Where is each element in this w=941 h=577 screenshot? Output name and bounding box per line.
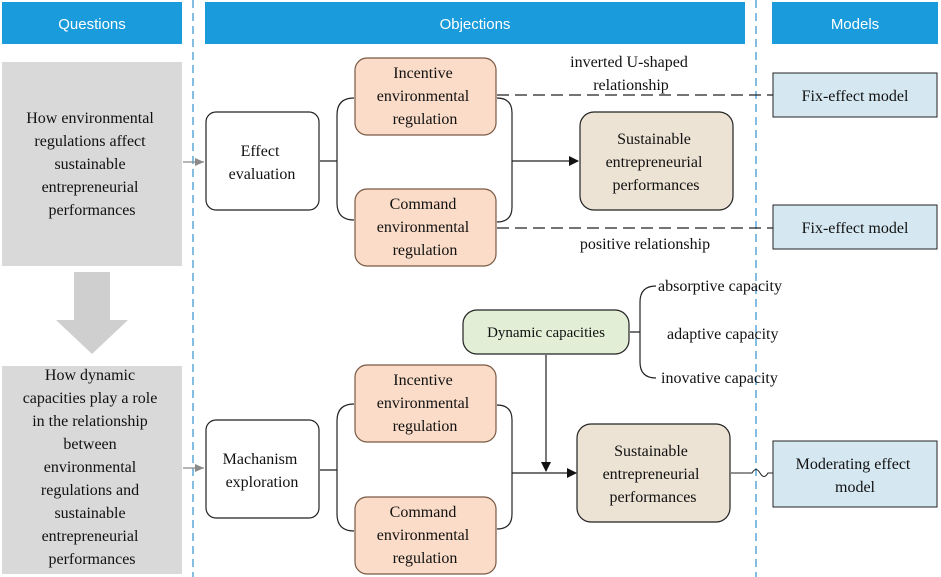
questions-header-bg (2, 2, 182, 44)
moderating-connector (731, 469, 773, 477)
bottom-incentive-box (354, 364, 497, 443)
inverted-u-label: inverted U-shaped relationship (570, 54, 692, 94)
bottom-incentive-text: Incentive environmental regulation (377, 372, 473, 435)
capacities-brace (630, 285, 657, 379)
top-outcome-box (579, 111, 734, 211)
positive-label: positive relationship (580, 236, 710, 253)
effect-evaluation-text: Effect evaluation (229, 143, 296, 183)
models-header: Models (831, 16, 879, 33)
question-1-box (2, 62, 182, 266)
bottom-outcome-box (576, 423, 731, 523)
moderating-model-box (772, 440, 938, 508)
top-incentive-box (354, 57, 497, 136)
top-outcome-text: Sustainable entrepreneurial performances (606, 131, 707, 194)
objections-header-bg (205, 2, 745, 44)
effect-evaluation-box (205, 111, 320, 211)
bottom-outcome-text: Sustainable entrepreneurial performances (603, 443, 704, 506)
dynamic-capacities-text: Dynamic capacities (487, 325, 605, 341)
question-2-text: How dynamic capacities play a role in th… (23, 367, 162, 568)
bottom-command-box (354, 496, 497, 575)
objections-header: Objections (440, 16, 511, 33)
model-2-box (772, 204, 938, 250)
questions-header: Questions (58, 16, 126, 33)
dynamic-capacities-box (462, 309, 630, 355)
capacity-inovative: inovative capacity (661, 370, 778, 387)
question-1-text: How environmental regulations affect sus… (26, 110, 158, 219)
model-1-text: Fix-effect model (802, 88, 909, 105)
model-2-text: Fix-effect model (802, 220, 909, 237)
moderating-model-text: Moderating effect model (796, 456, 915, 496)
top-left-bracket (320, 97, 355, 221)
down-arrow (56, 272, 128, 354)
bottom-left-bracket (320, 403, 355, 532)
capacity-absorptive: absorptive capacity (658, 278, 782, 295)
top-command-box (354, 188, 497, 267)
bottom-command-text: Command environmental regulation (377, 504, 473, 567)
mechanism-text: Machanism exploration (223, 451, 302, 491)
models-header-bg (772, 2, 938, 44)
question-2-box (2, 366, 182, 574)
top-right-bracket (496, 97, 578, 223)
mechanism-box (205, 419, 320, 519)
capacity-adaptive: adaptive capacity (667, 326, 779, 343)
top-command-text: Command environmental regulation (377, 196, 473, 259)
model-1-box (772, 72, 938, 118)
bottom-right-bracket (496, 404, 576, 530)
top-incentive-text: Incentive environmental regulation (377, 65, 473, 128)
